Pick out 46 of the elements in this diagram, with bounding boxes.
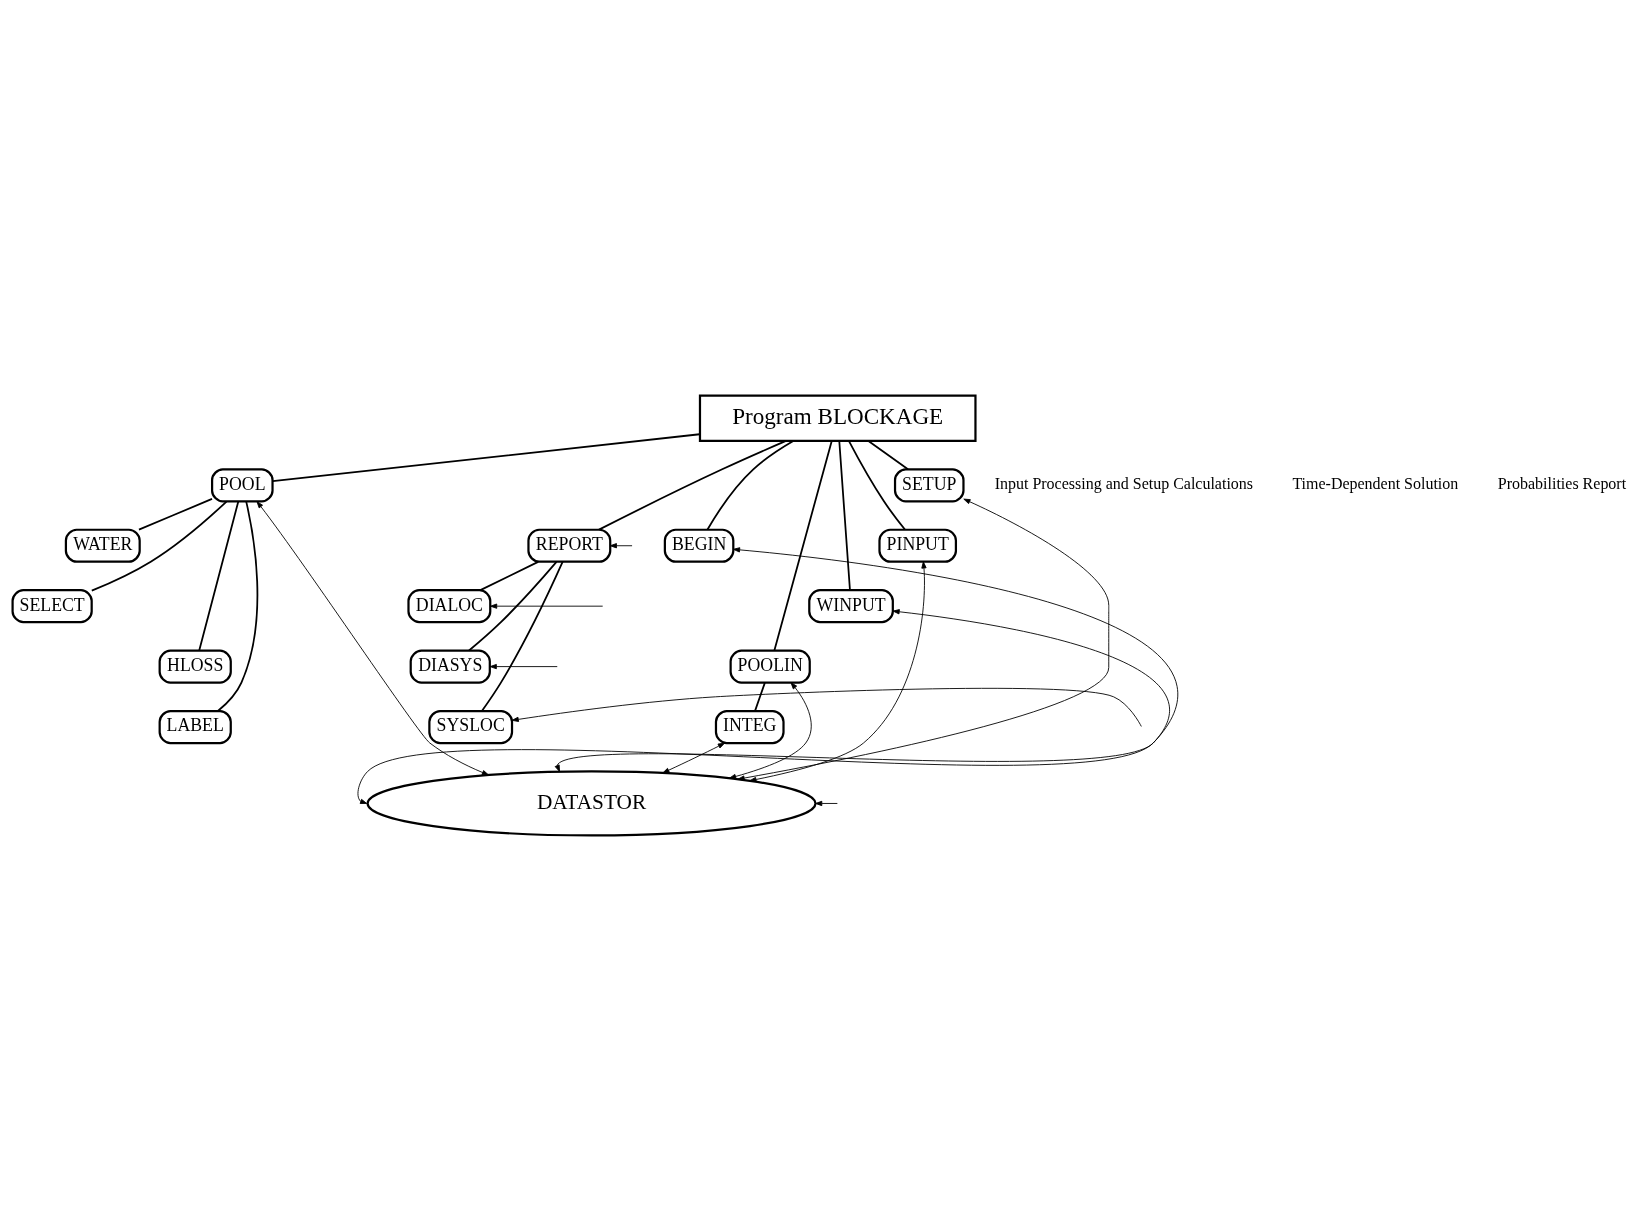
- label: Input Processing and Setup Calculations: [994, 474, 1254, 492]
- connector: [198, 500, 240, 651]
- connector: [481, 560, 564, 712]
- arrow: [737, 498, 1110, 781]
- label: Probabilities Report: [1497, 474, 1627, 492]
- arrow: [662, 742, 725, 773]
- arrow: [357, 546, 1177, 804]
- node-box: SELECT: [11, 588, 93, 623]
- connector: [271, 432, 701, 482]
- arrow: [554, 608, 1170, 772]
- node-box: BEGIN: [663, 528, 735, 563]
- connector: [138, 497, 213, 531]
- node-box: DIALOC: [407, 588, 492, 623]
- connector: [838, 439, 851, 591]
- connector: [216, 499, 259, 712]
- node-box: DIASYS: [409, 649, 491, 684]
- connector: [773, 439, 833, 651]
- node-box: WINPUT: [808, 588, 894, 623]
- node-box: REPORT: [527, 528, 612, 563]
- arrow: [489, 663, 558, 669]
- node-box: SETUP: [893, 467, 965, 502]
- connector: [468, 560, 558, 651]
- node-box: WATER: [64, 528, 141, 563]
- connector: [90, 500, 228, 592]
- node-box: SYSLOC: [428, 709, 514, 744]
- node-box: PINPUT: [878, 528, 957, 563]
- arrow: [749, 560, 927, 782]
- arrow: [256, 500, 489, 775]
- arrow: [815, 800, 838, 806]
- node-box: POOL: [211, 467, 274, 502]
- node-box: INTEG: [714, 709, 785, 744]
- connector: [847, 439, 906, 530]
- arrow: [490, 603, 604, 609]
- connector: [867, 439, 909, 470]
- node-box: POOLIN: [729, 649, 811, 684]
- connector: [754, 681, 766, 711]
- arrow: [609, 542, 633, 548]
- node-box: LABEL: [158, 709, 232, 744]
- node-box: Program BLOCKAGE: [698, 393, 977, 442]
- node-box: HLOSS: [158, 649, 232, 684]
- label: Time-Dependent Solution: [1292, 474, 1459, 492]
- arrow: [729, 681, 812, 779]
- connector: [598, 439, 787, 531]
- arrow: [511, 687, 1142, 727]
- connector: [479, 560, 539, 591]
- connector: [706, 439, 795, 530]
